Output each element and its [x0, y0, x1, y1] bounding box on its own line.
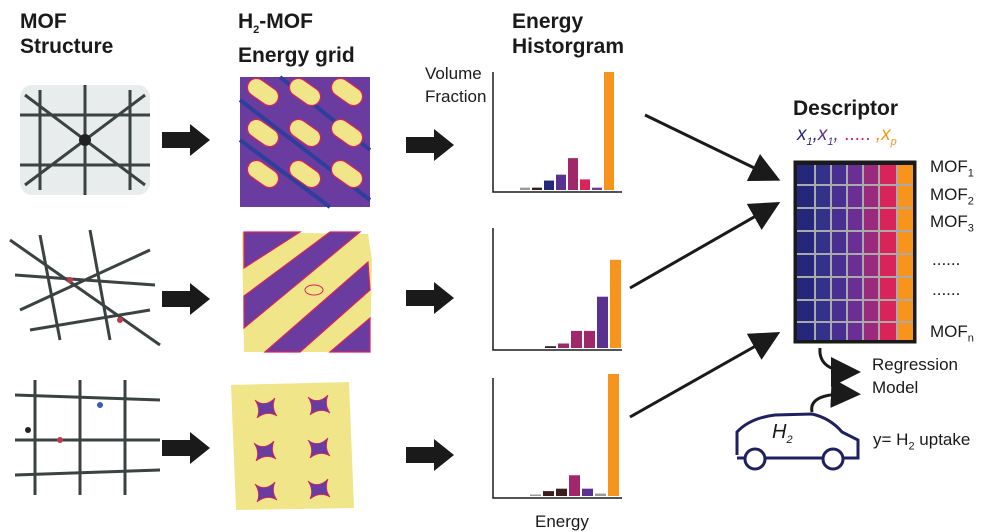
header-mof-line2: Structure [20, 35, 114, 58]
matrix-gridlines [797, 165, 913, 340]
mof-label-3: MOF3 [930, 212, 974, 235]
hist-2-bar-6 [610, 259, 621, 348]
mof-label-n: MOFn [930, 322, 974, 345]
hist-axes [492, 72, 622, 499]
mof-dots-1: ...... [932, 250, 961, 269]
hist-1-bar-6 [580, 179, 590, 190]
arrow-hist3-descriptor [629, 332, 781, 419]
hist-3-bar-3 [556, 488, 567, 496]
header-hist-line2: Historgram [512, 35, 625, 58]
hist-3-bar-6 [595, 493, 606, 496]
var-dots: ..... [844, 124, 871, 145]
hist-axis-2 [492, 228, 622, 351]
hist-bars [520, 72, 621, 496]
block-arrow-r1b [406, 129, 454, 161]
var-x1: x1, [797, 124, 818, 148]
hist-1-bar-3 [544, 180, 554, 190]
descriptor-vars: x1,x1, ..... ,xp [797, 125, 897, 152]
hist-2-bar-5 [597, 296, 608, 348]
energy-grid-2 [242, 231, 372, 353]
mof-structure-1 [20, 85, 150, 195]
hist-1-bar-7 [592, 187, 602, 190]
energy-grid-1 [238, 75, 372, 209]
var-xp: ,xp [875, 124, 897, 148]
hist-1-bar-8 [604, 72, 614, 190]
header-descriptor: Descriptor [793, 97, 899, 120]
block-arrow-r3a [162, 432, 210, 464]
long-arrows [629, 113, 781, 419]
block-arrow-r2b [406, 282, 454, 314]
hist-ylabel-line2: Fraction [425, 87, 487, 106]
hist-axis-1 [492, 72, 622, 193]
hist-1-bar-2 [532, 187, 542, 190]
block-arrow-r3b [406, 439, 454, 471]
arrow-hist1-descriptor [644, 113, 781, 182]
var-x2: x1, [817, 124, 839, 148]
hist-axis-3 [492, 378, 622, 499]
arrow-hist2-descriptor [629, 202, 781, 290]
hist-1-bar-5 [568, 158, 578, 190]
car-label: H2 [772, 421, 793, 446]
block-arrow-r2a [162, 283, 210, 315]
hist-2-bar-3 [571, 330, 582, 348]
block-arrows [162, 124, 454, 471]
hist-2-bar-4 [584, 330, 595, 348]
header-energy-histogram: Energy Historgram [512, 9, 624, 59]
hist-xlabel: Energy [535, 512, 589, 531]
hist-2-bar-2 [558, 343, 569, 348]
hist-ylabel-line1: Volume [425, 64, 482, 83]
regression-line1: Regression [872, 355, 958, 374]
regression-arrows [810, 347, 861, 413]
hist-3-bar-4 [569, 475, 580, 496]
header-grid-line2: Energy grid [238, 44, 355, 68]
block-arrow-r1a [162, 124, 210, 156]
mof-label-1: MOF1 [930, 157, 974, 180]
energy-grid-3 [231, 382, 354, 510]
header-hist-line1: Energy [512, 10, 584, 33]
header-grid-line1: H2-MOF [238, 10, 313, 37]
header-mof-line1: MOF [20, 10, 67, 33]
header-mof-structure: MOF Structure [20, 9, 113, 59]
target-label: y= H2 uptake [873, 430, 971, 453]
regression-line2: Model [872, 378, 919, 397]
hist-1-bar-1 [520, 187, 530, 190]
mof-structure-3 [14, 380, 161, 495]
car-icon [735, 412, 860, 471]
hist-3-bar-2 [543, 491, 554, 496]
hist-3-bar-1 [530, 494, 541, 496]
header-energy-grid: H2-MOF Energy grid [238, 9, 355, 68]
arrow-matrix-regression [818, 347, 861, 387]
hist-3-bar-7 [608, 374, 619, 496]
descriptor-matrix [793, 160, 917, 344]
hist-1-bar-4 [556, 174, 566, 190]
arrow-car-regression [810, 377, 861, 413]
mof-label-2: MOF2 [930, 185, 974, 208]
mof-structure-2 [9, 229, 161, 347]
mof-dots-2: ...... [932, 280, 961, 299]
hist-2-bar-1 [545, 346, 556, 348]
hist-3-bar-5 [582, 488, 593, 496]
